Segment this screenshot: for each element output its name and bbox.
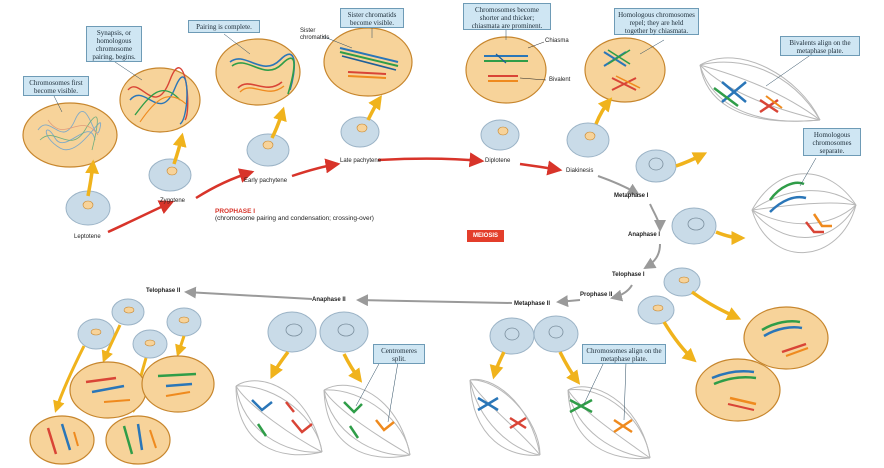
late-pachytene-cell-large xyxy=(323,27,413,97)
zygotene-cell-large xyxy=(119,67,201,133)
note-shorter-thicker: Chromosomes become shorter and thicker; … xyxy=(463,3,551,30)
centromeres-leader-1 xyxy=(355,361,381,407)
telophase-i-arrow-2 xyxy=(662,321,697,363)
label-zygotene: Zygotene xyxy=(160,198,186,204)
telophase-ii-cell-b xyxy=(141,355,215,413)
late-pachytene-cell-small xyxy=(340,116,380,148)
telophase-ii-cell-d xyxy=(105,415,171,465)
align-plate-leader-2 xyxy=(623,361,627,421)
metaphase-ii-spindle-left xyxy=(469,378,541,456)
prophase-heading: PROPHASE I (chromosome pairing and conde… xyxy=(215,208,374,222)
label-metaphase-ii: Metaphase II xyxy=(514,301,551,307)
zygotene-cell-small xyxy=(148,158,192,192)
bivalent-leader xyxy=(519,77,547,81)
metaphase-i-cell-small xyxy=(635,149,677,183)
note-leaders xyxy=(53,28,817,187)
label-prophase-ii: Prophase II xyxy=(580,292,613,298)
anaphase-ii-spindle-right xyxy=(323,384,411,458)
note-pairing-complete: Pairing is complete. xyxy=(188,20,260,33)
telophase-i-cell-lower xyxy=(695,358,781,422)
diakinesis-cell-small xyxy=(566,122,610,158)
anaphase-i-arrow xyxy=(715,230,746,245)
metaphase-ii-chromosomes-right xyxy=(569,398,633,434)
note-centromeres-split: Centromeres split. xyxy=(373,344,425,364)
label-metaphase-i: Metaphase I xyxy=(614,193,649,199)
note-bivalents-align: Bivalents align on the metaphase plate. xyxy=(780,36,860,56)
early-pachytene-cell-large xyxy=(215,38,301,106)
label-early-pachytene: Early pachytene xyxy=(244,178,288,184)
label-sister-chromatids: Sister chromatids xyxy=(300,28,330,41)
label-telophase-i: Telophase I xyxy=(612,272,645,278)
chiasma-leader xyxy=(527,41,545,49)
label-diakinesis: Diakinesis xyxy=(566,168,594,174)
prophase-title: PROPHASE I xyxy=(215,208,256,215)
late-pachytene-arrow xyxy=(366,95,382,121)
note-separate: Homologous chromosomes separate. xyxy=(803,128,861,156)
metaphase-ii-cells-small xyxy=(489,315,579,355)
metaphase-i-arrow xyxy=(675,152,708,168)
note-repel: Homologous chromosomes repel; they are h… xyxy=(614,8,699,35)
anaphase-i-spindle xyxy=(751,173,857,253)
metaphase-ii-arrow-2 xyxy=(558,351,581,385)
metaphase-i-spindle xyxy=(699,57,821,122)
label-leptotene: Leptotene xyxy=(74,234,101,240)
label-late-pachytene: Late pachytene xyxy=(340,158,382,164)
diakinesis-arrow xyxy=(594,97,613,125)
label-telophase-ii: Telophase II xyxy=(146,288,181,294)
telophase-i-cell-upper xyxy=(743,306,829,370)
anaphase-ii-spindle-left xyxy=(235,380,323,456)
zygotene-arrow xyxy=(172,132,187,165)
early-pachytene-arrow xyxy=(270,106,287,139)
telophase-i-cells-small xyxy=(637,267,701,325)
anaphase-ii-chromosomes-left xyxy=(251,399,313,437)
label-diplotene: Diplotene xyxy=(485,158,511,164)
leptotene-arrow xyxy=(85,159,100,197)
align-plate-leader-1 xyxy=(583,361,605,405)
diakinesis-cell-large xyxy=(584,37,666,103)
metaphase-ii-arrow-1 xyxy=(489,351,506,380)
anaphase-i-chromosomes xyxy=(768,181,832,234)
diplotene-cell-large xyxy=(465,36,547,104)
leptotene-cell-large xyxy=(22,102,118,168)
anaphase-ii-arrow-1 xyxy=(270,350,290,380)
label-anaphase-ii: Anaphase II xyxy=(312,297,346,303)
metaphase-ii-chromosomes-left xyxy=(477,396,527,430)
telophase-ii-cells-small xyxy=(77,298,202,359)
telophase-ii-cell-a xyxy=(69,361,147,419)
meiosis-badge: MEIOSIS xyxy=(467,230,504,242)
diplotene-cell-small xyxy=(480,119,520,151)
early-pachytene-cell-small xyxy=(246,133,290,167)
anaphase-ii-chromosomes-right xyxy=(343,401,395,439)
telophase-i-arrow-1 xyxy=(690,290,742,320)
note-align-plate: Chromosomes align on the metaphase plate… xyxy=(582,344,666,364)
metaphase-i-chromosomes xyxy=(713,81,783,114)
division-path xyxy=(184,175,666,308)
prophase-subtitle: (chromosome pairing and condensation; cr… xyxy=(215,215,374,222)
anaphase-ii-cells-small xyxy=(267,311,369,353)
label-chiasma: Chiasma xyxy=(545,38,569,44)
prophase-path xyxy=(107,152,563,234)
label-anaphase-i: Anaphase I xyxy=(628,232,661,238)
anaphase-ii-arrow-2 xyxy=(342,353,363,383)
label-bivalent: Bivalent xyxy=(549,77,571,83)
metaphase-ii-spindle-right xyxy=(567,386,651,460)
anaphase-i-cell-small xyxy=(671,207,717,245)
leptotene-cell-small xyxy=(65,190,111,226)
note-sister-visible: Sister chromatids become visible. xyxy=(340,8,404,28)
telophase-ii-cell-c xyxy=(29,415,95,465)
centromeres-leader-2 xyxy=(387,361,399,423)
note-synapsis: Synapsis, or homologous chromosome pairi… xyxy=(86,26,142,62)
note-first-visible: Chromosomes first become visible. xyxy=(23,76,89,96)
